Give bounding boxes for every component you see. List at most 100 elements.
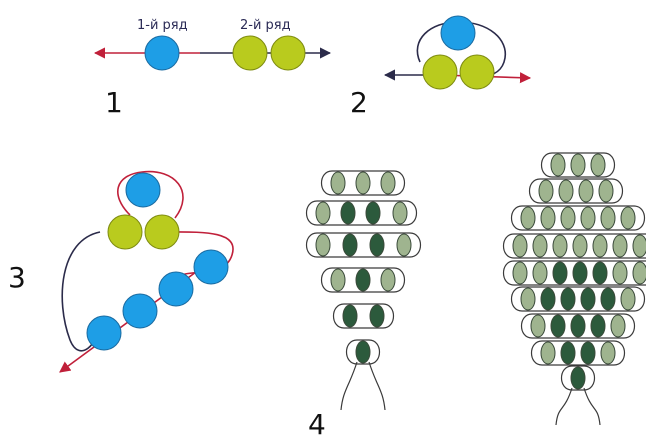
bead-blue [193, 249, 229, 285]
thread [320, 170, 406, 196]
bead-dark [592, 261, 608, 285]
thread [520, 313, 636, 339]
bead-dark [570, 366, 586, 390]
step-2-number: 2 [350, 86, 368, 119]
thread [540, 152, 616, 178]
thread [510, 205, 646, 231]
bead-blue [86, 315, 122, 351]
bead-dark [600, 287, 616, 311]
bead-light [315, 233, 331, 257]
bead-light [538, 179, 554, 203]
step-3-panel: 3 [8, 170, 234, 373]
bead-light [540, 206, 556, 230]
thread [305, 200, 418, 226]
bead-dark [560, 341, 576, 365]
bead-blue [125, 172, 161, 208]
bead-light [380, 268, 396, 292]
thread [368, 361, 386, 411]
bead-light [620, 287, 636, 311]
bead-light [580, 206, 596, 230]
bead-light [572, 234, 588, 258]
row-2-label: 2-й ряд [240, 18, 291, 33]
bead-blue [144, 35, 180, 71]
bead-yellow [107, 214, 143, 250]
bead-light [592, 234, 608, 258]
thread [502, 260, 646, 286]
thread [528, 178, 624, 204]
thread [502, 233, 646, 259]
bead-dark [572, 261, 588, 285]
thread [320, 267, 406, 293]
bead-dark [590, 314, 606, 338]
bead-dark [560, 287, 576, 311]
thread [345, 339, 381, 365]
bead-light [632, 261, 646, 285]
bead-dark [340, 201, 356, 225]
row-1-label: 1-й ряд [137, 18, 188, 33]
bead-dark [355, 268, 371, 292]
bead-light [612, 234, 628, 258]
bead-light [520, 206, 536, 230]
bead-dark [369, 233, 385, 257]
bead-dark [580, 287, 596, 311]
bead-yellow [144, 214, 180, 250]
bead-yellow [459, 54, 495, 90]
bead-light [558, 179, 574, 203]
step-1-number: 1 [105, 86, 123, 119]
bead-light [600, 341, 616, 365]
step-3-number: 3 [8, 261, 26, 294]
step-4-number: 4 [308, 408, 326, 439]
bead-dark [355, 340, 371, 364]
bead-yellow [232, 35, 268, 71]
bead-light [578, 179, 594, 203]
bead-dark [342, 233, 358, 257]
thread [555, 387, 573, 426]
bead-dark [580, 341, 596, 365]
bead-light [552, 234, 568, 258]
bead-light [532, 261, 548, 285]
bead-dark [570, 314, 586, 338]
bead-dark [369, 304, 385, 328]
step-4-right-pattern [502, 152, 646, 426]
bead-light [600, 206, 616, 230]
thread [332, 303, 395, 329]
bead-light [550, 153, 566, 177]
bead-yellow [270, 35, 306, 71]
thread [305, 232, 422, 258]
bead-dark [552, 261, 568, 285]
bead-light [540, 341, 556, 365]
bead-light [612, 261, 628, 285]
thread [560, 365, 596, 391]
bead-light [620, 206, 636, 230]
bead-dark [342, 304, 358, 328]
bead-light [610, 314, 626, 338]
bead-light [532, 234, 548, 258]
bead-light [512, 261, 528, 285]
bead-light [396, 233, 412, 257]
thread [583, 387, 601, 426]
bead-light [598, 179, 614, 203]
bead-light [590, 153, 606, 177]
bead-light [632, 234, 646, 258]
thread [510, 286, 646, 312]
bead-dark [540, 287, 556, 311]
bead-blue [440, 15, 476, 51]
thread [340, 361, 358, 411]
bead-light [560, 206, 576, 230]
bead-light [330, 268, 346, 292]
bead-blue [158, 271, 194, 307]
bead-light [520, 287, 536, 311]
bead-dark [365, 201, 381, 225]
bead-light [355, 171, 371, 195]
bead-light [392, 201, 408, 225]
step-2-panel: 2 [350, 15, 532, 119]
bead-light [512, 234, 528, 258]
thread [530, 340, 626, 366]
bead-blue [122, 293, 158, 329]
bead-dark [550, 314, 566, 338]
bead-light [570, 153, 586, 177]
step-1-panel: 1-й ряд 2-й ряд 1 [93, 18, 332, 119]
bead-light [330, 171, 346, 195]
step-4-left-pattern [305, 170, 422, 411]
